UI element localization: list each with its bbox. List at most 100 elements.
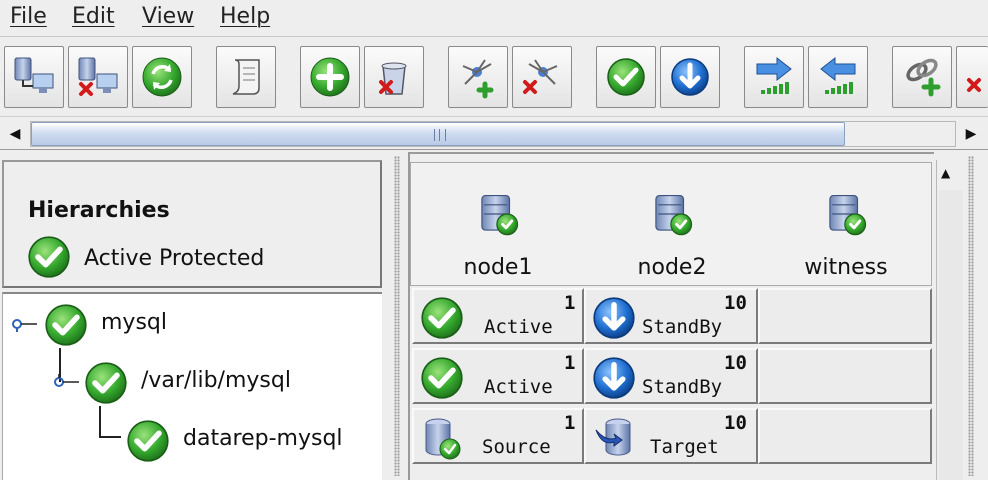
tree-item-mysql[interactable]: mysql <box>101 310 167 335</box>
scroll-up-arrow-icon[interactable]: ▲ <box>941 166 951 180</box>
resource-row: Source 1 Target 10 <box>410 408 936 466</box>
scroll-track[interactable] <box>30 121 956 147</box>
menu-view[interactable]: View <box>142 4 195 29</box>
resource-status-panel: node1 node2 witness Active 1 StandBy 10 … <box>408 152 934 480</box>
refresh-icon <box>142 57 182 97</box>
extend-hierarchy-button[interactable] <box>448 46 508 108</box>
decrease-priority-button[interactable] <box>808 46 868 108</box>
add-icon <box>310 57 350 97</box>
panel-splitter[interactable] <box>386 152 408 480</box>
unextend-icon <box>523 59 558 94</box>
check-icon <box>420 296 464 340</box>
hierarchies-title: Hierarchies <box>28 198 170 223</box>
resource-state: Source <box>482 436 551 458</box>
resource-cell-empty[interactable] <box>758 348 932 404</box>
grip-icon <box>434 129 446 141</box>
check-icon <box>420 356 464 400</box>
server-disconnect-icon <box>78 57 118 96</box>
out-of-service-button[interactable] <box>660 46 720 108</box>
check-icon <box>83 360 129 406</box>
delete-resource-button[interactable] <box>364 46 424 108</box>
arrow-right-signal-icon <box>756 56 792 94</box>
menu-help[interactable]: Help <box>220 4 271 29</box>
down-arrow-icon <box>667 54 713 100</box>
toolbar-horizontal-scrollbar[interactable]: ◀ ▶ <box>0 116 988 150</box>
node-label: node2 <box>637 255 707 280</box>
resource-row: Active 1 StandBy 10 <box>410 288 936 346</box>
hierarchies-header: Hierarchies Active Protected <box>2 160 382 288</box>
refresh-button[interactable] <box>132 46 192 108</box>
resource-priority: 1 <box>564 412 576 434</box>
unextend-hierarchy-button[interactable] <box>512 46 572 108</box>
node-column-node2[interactable]: node2 <box>585 163 759 285</box>
source-disk-icon <box>425 418 461 460</box>
resource-cell-empty[interactable] <box>758 288 932 344</box>
scroll-track[interactable] <box>939 190 963 480</box>
resource-vertical-scrollbar[interactable]: ▲ <box>936 160 964 480</box>
tree-collapse-icon[interactable] <box>49 374 79 390</box>
link-add-icon <box>906 58 941 97</box>
in-service-button[interactable] <box>596 46 656 108</box>
toolbar <box>0 36 988 116</box>
check-icon <box>26 234 72 280</box>
scroll-thumb[interactable] <box>31 122 845 146</box>
scroll-left-arrow-icon[interactable]: ◀ <box>9 126 21 142</box>
target-disk-icon <box>595 418 631 456</box>
resource-cell[interactable]: Active 1 <box>412 348 584 404</box>
node-column-node1[interactable]: node1 <box>411 163 585 285</box>
increase-priority-button[interactable] <box>744 46 804 108</box>
server-icon <box>480 194 519 237</box>
check-icon <box>603 54 649 100</box>
delete-dependency-button[interactable] <box>956 46 988 108</box>
hierarchy-tree[interactable]: mysql /var/lib/mysql datarep-mysql <box>2 292 382 480</box>
disconnect-server-button[interactable] <box>68 46 128 108</box>
node-column-witness[interactable]: witness <box>759 163 933 285</box>
arrow-left-signal-icon <box>820 56 856 94</box>
server-connect-icon <box>14 57 54 93</box>
hierarchy-status: Active Protected <box>84 246 265 271</box>
nodes-header: node1 node2 witness <box>410 162 932 286</box>
resource-priority: 1 <box>564 292 576 314</box>
resource-state: Target <box>650 436 719 458</box>
resource-state: Active <box>484 376 553 398</box>
resource-cell[interactable]: Target 10 <box>584 408 758 464</box>
log-scroll-icon <box>232 59 260 95</box>
resource-row: Active 1 StandBy 10 <box>410 348 936 406</box>
tree-item-var-lib-mysql[interactable]: /var/lib/mysql <box>141 368 291 393</box>
resource-cell[interactable]: StandBy 10 <box>584 288 758 344</box>
menu-file[interactable]: File <box>10 4 47 29</box>
standby-icon <box>592 296 636 340</box>
resource-cell[interactable]: Active 1 <box>412 288 584 344</box>
create-dependency-button[interactable] <box>892 46 952 108</box>
menu-bar: File Edit View Help <box>0 0 988 36</box>
resource-cell[interactable]: Source 1 <box>412 408 584 464</box>
server-icon <box>828 194 867 237</box>
view-log-button[interactable] <box>216 46 276 108</box>
resource-priority: 10 <box>724 292 747 314</box>
tree-collapse-icon[interactable] <box>11 316 37 332</box>
splitter-grip <box>394 156 400 476</box>
server-icon <box>654 194 693 237</box>
splitter-grip <box>968 156 974 476</box>
resource-priority: 1 <box>564 352 576 374</box>
resource-cell[interactable]: StandBy 10 <box>584 348 758 404</box>
connect-server-button[interactable] <box>4 46 64 108</box>
right-splitter[interactable] <box>964 152 988 480</box>
check-icon <box>43 302 89 348</box>
resource-state: Active <box>484 316 553 338</box>
check-icon <box>125 418 171 464</box>
resource-cell-empty[interactable] <box>758 408 932 464</box>
node-label: witness <box>804 255 888 280</box>
extend-icon <box>462 59 494 99</box>
link-delete-icon <box>967 78 981 92</box>
scroll-right-arrow-icon[interactable]: ▶ <box>965 126 977 142</box>
resource-state: StandBy <box>642 376 723 398</box>
tree-item-datarep-mysql[interactable]: datarep-mysql <box>183 426 343 451</box>
standby-icon <box>592 356 636 400</box>
resource-state: StandBy <box>642 316 723 338</box>
create-resource-button[interactable] <box>300 46 360 108</box>
node-label: node1 <box>463 255 533 280</box>
hierarchies-panel: Hierarchies Active Protected mysql /var/… <box>0 152 386 480</box>
menu-edit[interactable]: Edit <box>72 4 115 29</box>
delete-icon <box>379 62 407 95</box>
